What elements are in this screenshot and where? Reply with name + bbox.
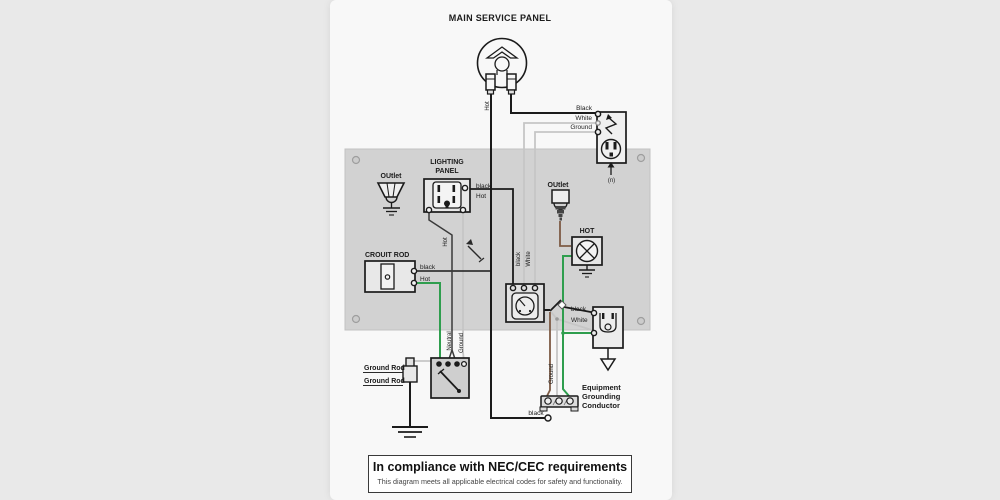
mid-white-wire-label: White (526, 251, 532, 267)
branch-switch-icon (466, 239, 485, 263)
disconnect-switch-box (430, 357, 470, 399)
feed-ground-label: Ground (570, 124, 592, 131)
bottom-black-label: black (528, 410, 544, 417)
feed-black-label: Black (576, 105, 593, 112)
crouit-black-label: black (420, 264, 436, 271)
receptacle-face-icon (600, 138, 622, 160)
brown-wires (546, 221, 571, 397)
left-outlet-label: OUtlet (381, 173, 403, 180)
black-wires (415, 92, 597, 419)
switch-lever-icon (439, 370, 460, 392)
left-outlet-lamp-icon (376, 182, 406, 216)
lighting-panel-label-1: LIGHTING (430, 159, 464, 166)
breaker-zigzag-icon (604, 117, 618, 135)
diagram-title: MAIN SERVICE PANEL (449, 13, 552, 23)
down-arrow-icon (599, 358, 617, 372)
junction-dots (555, 300, 567, 335)
zigzag-arrowhead-icon (606, 114, 612, 120)
switch-black-label: black (571, 306, 587, 313)
hot-fan-label: HOT (580, 228, 596, 235)
lighting-panel-box (423, 178, 471, 214)
egc-label-3: Conductor (582, 401, 620, 410)
crouit-hot-label: Hot (420, 276, 430, 283)
egc-label-2: Grounding (582, 392, 621, 401)
compliance-caption: In compliance with NEC/CEC requirements … (368, 455, 632, 493)
caption-title: In compliance with NEC/CEC requirements (372, 460, 628, 474)
lighting-hot-wire-label: Hot (443, 237, 449, 247)
ground-wire-label: Ground (459, 333, 465, 353)
right-outlet-label: OUtlet (548, 182, 570, 189)
right-outlet-box (590, 306, 624, 372)
egc-label-1: Equipment (582, 383, 621, 392)
switch-white-label: White (571, 317, 588, 324)
service-hot-label: Hot (485, 101, 491, 111)
crouit-rod-label: CROUIT ROD (365, 252, 409, 259)
feed-outlet-box (594, 110, 627, 175)
mid-black-wire-label: black (516, 251, 522, 266)
neutral-wire-label: Neutral (447, 331, 453, 350)
black-wire-terminal (544, 414, 552, 422)
strip-ground-wire-label: Ground (549, 364, 555, 384)
ground-rod-label-2: Ground Rod (364, 378, 405, 385)
lighting-black-label: black (476, 183, 492, 190)
crouit-rod-box (364, 260, 418, 293)
lighting-panel-label-2: PANEL (435, 168, 459, 175)
feed-white-label: White (575, 115, 592, 122)
panel-screws (351, 153, 646, 326)
neutral-symbol-label: (n) (608, 178, 615, 184)
hot-fan-box (571, 236, 603, 278)
feed-arrow-icon (607, 162, 615, 168)
ground-rod-pointer-lines (363, 372, 403, 386)
meter-dial-icon (515, 296, 535, 316)
meter-box (505, 283, 545, 323)
lighting-hot-label: Hot (476, 193, 486, 200)
ground-rod-label-1: Ground Rod (364, 365, 405, 372)
grounding-terminal-strip (539, 395, 579, 422)
caption-subtitle: This diagram meets all applicable electr… (377, 476, 623, 486)
service-entrance-symbol (476, 37, 528, 95)
ground-rod-symbol (392, 357, 428, 438)
right-outlet-socket-icon (551, 189, 570, 221)
